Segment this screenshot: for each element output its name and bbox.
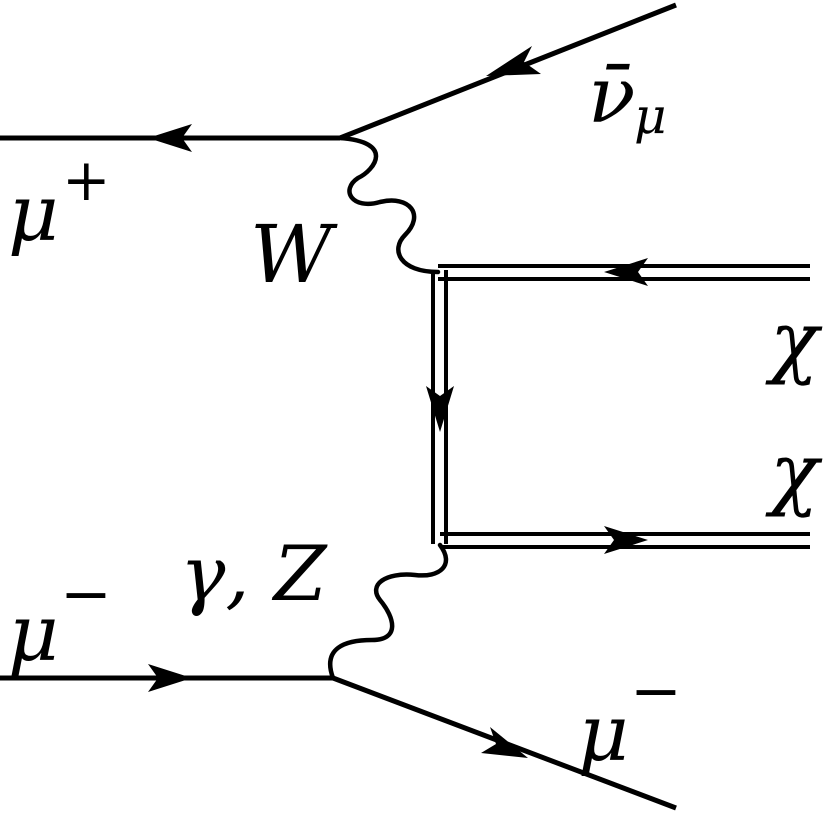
mu-plus-charge: + (62, 146, 111, 214)
mu-plus-label: μ (8, 169, 59, 259)
antineutrino-subscript: μ (634, 87, 667, 145)
w-boson-label: W (250, 208, 338, 301)
antineutrino-label: ν̄ (588, 51, 635, 141)
arrow-chi-bottom (604, 526, 648, 554)
arrow-mu-minus-out (481, 727, 528, 758)
w-boson-line (337, 135, 441, 275)
mu-minus-out-label: μ (578, 689, 629, 779)
mu-minus-in-label: μ (8, 589, 59, 679)
chi-bottom-label: χ (765, 426, 823, 519)
mu-minus-in-charge: − (60, 557, 112, 630)
arrow-mu-minus-in (148, 664, 192, 692)
arrow-chi-vertical (426, 386, 454, 432)
mu-minus-out-charge: − (630, 654, 682, 727)
arrow-mu-plus (148, 124, 192, 152)
chi-top-label: χ (765, 294, 823, 387)
gamma-z-boson-line (327, 542, 449, 681)
arrow-chi-top (604, 258, 648, 286)
gamma-z-label: γ, Z (180, 529, 328, 618)
arrow-antineutrino (486, 46, 541, 76)
